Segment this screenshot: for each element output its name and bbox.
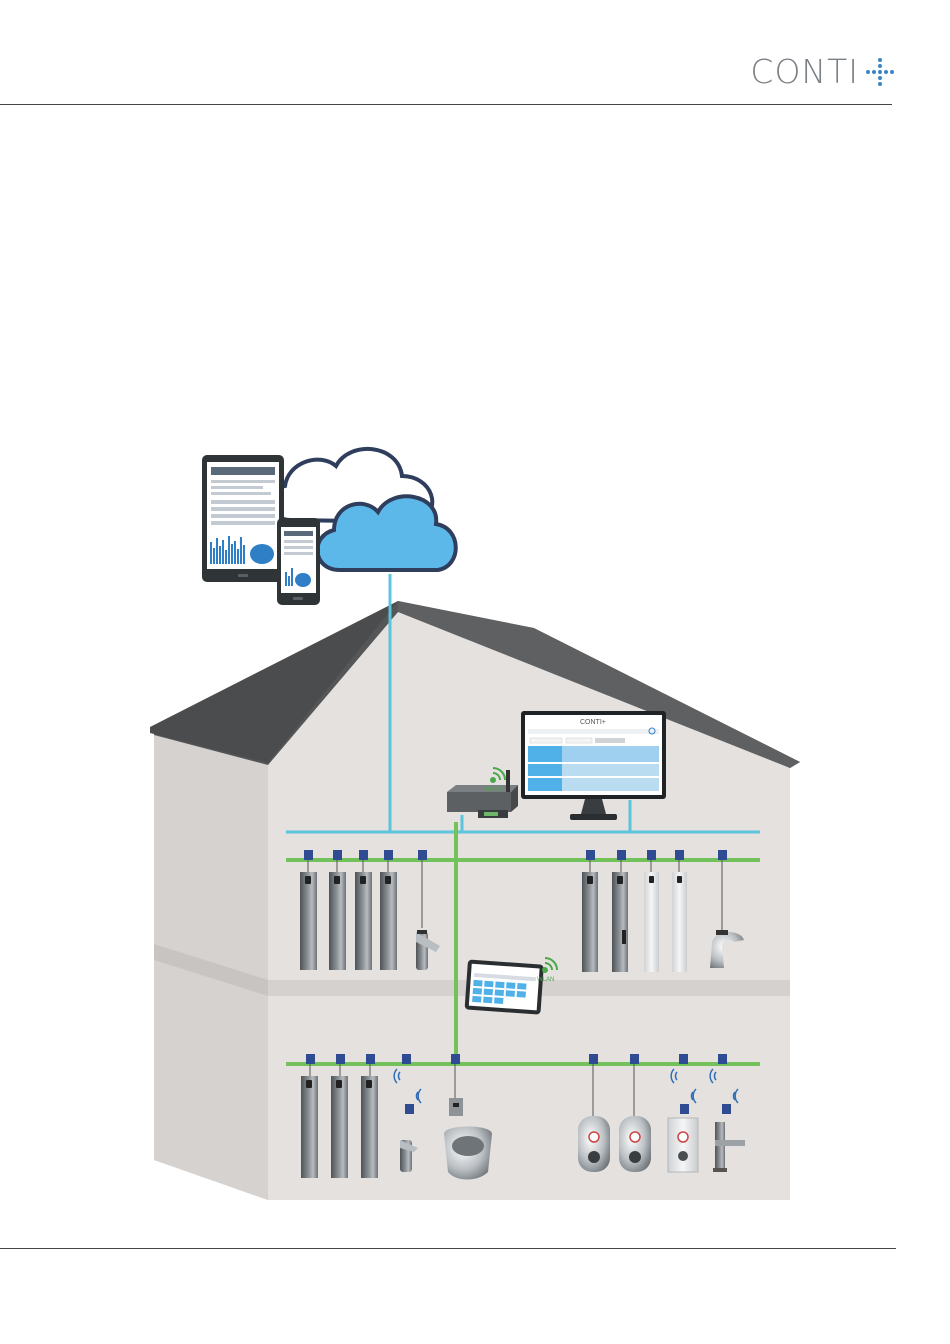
round-control-panel xyxy=(578,1116,610,1172)
round-control-panel xyxy=(619,1116,651,1172)
shower-panel xyxy=(582,872,598,972)
square-control-panel xyxy=(668,1118,698,1172)
monitor-logo: CONTI+ xyxy=(580,719,606,726)
shower-panel xyxy=(361,1076,378,1178)
shower-panel xyxy=(355,872,372,970)
wlan-label-router: WLAN xyxy=(484,787,501,793)
shower-panel xyxy=(300,872,317,970)
shower-panel xyxy=(329,872,346,970)
control-tablet xyxy=(465,959,544,1014)
shower-panel-white xyxy=(672,872,687,972)
shower-panel-white xyxy=(644,872,659,972)
shower-panel xyxy=(301,1076,318,1178)
house xyxy=(150,601,800,1200)
wlan-label-tablet: WLAN xyxy=(537,977,554,983)
tablet-icon xyxy=(202,455,284,582)
shower-panel xyxy=(612,872,628,972)
shower-panel xyxy=(331,1076,348,1178)
shower-panel xyxy=(380,872,397,970)
smartphone-icon xyxy=(277,518,320,605)
